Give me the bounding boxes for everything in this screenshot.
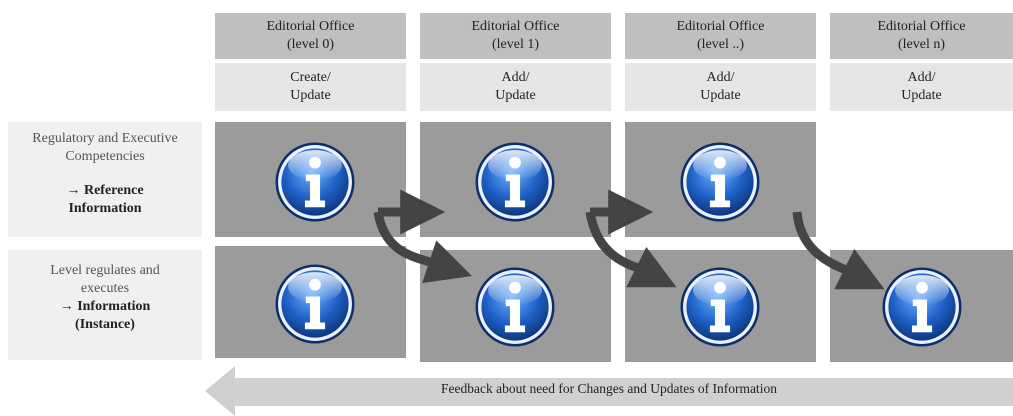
info-icon	[475, 267, 555, 347]
column-title: Editorial Office	[877, 19, 966, 34]
column-level: (level ..)	[696, 37, 745, 52]
action-update: Update	[290, 88, 331, 103]
flow-arrow-down	[373, 211, 472, 284]
column-level: (level n)	[897, 37, 946, 52]
action-verb: Create/	[290, 70, 331, 85]
feedback-arrow	[205, 366, 1013, 416]
info-icon	[680, 267, 760, 347]
column-header-level-dots: Editorial Office (level ..)	[625, 13, 816, 59]
column-action-level-n: Add/ Update	[830, 63, 1013, 111]
info-icon	[882, 267, 962, 347]
row-label-text: Regulatory and Executive	[32, 131, 178, 146]
column-title: Editorial Office	[676, 19, 765, 34]
action-update: Update	[495, 88, 536, 103]
action-verb: Add/	[907, 70, 936, 85]
feedback-label: Feedback about need for Changes and Upda…	[441, 381, 777, 396]
column-header-level-1: Editorial Office (level 1)	[420, 13, 611, 59]
row-label-reference: Regulatory and Executive Competencies → …	[8, 122, 202, 237]
column-level: (level 1)	[491, 37, 540, 52]
arrow-glyph: →	[66, 183, 81, 198]
row-label-bold: Information	[77, 299, 151, 314]
column-title: Editorial Office	[471, 19, 560, 34]
flow-arrow-down	[585, 211, 677, 288]
column-action-level-1: Add/ Update	[420, 63, 611, 111]
info-icon	[475, 142, 555, 222]
column-title: Editorial Office	[266, 19, 355, 34]
action-verb: Add/	[706, 70, 735, 85]
column-header-level-0: Editorial Office (level 0)	[215, 13, 406, 59]
flow-arrow-down	[792, 211, 885, 290]
column-level: (level 0)	[286, 37, 335, 52]
row-label-bold: Reference	[83, 183, 144, 198]
action-update: Update	[700, 88, 741, 103]
info-icon	[680, 142, 760, 222]
info-icon	[275, 142, 355, 222]
row-label-bold: (Instance)	[75, 317, 135, 332]
info-icon	[275, 264, 355, 344]
row-label-text: Level regulates and	[50, 263, 160, 278]
column-action-level-0: Create/ Update	[215, 63, 406, 111]
action-verb: Add/	[501, 70, 530, 85]
arrow-glyph: →	[59, 299, 74, 314]
row-label-text: Competencies	[65, 149, 145, 164]
action-update: Update	[901, 88, 942, 103]
column-action-level-dots: Add/ Update	[625, 63, 816, 111]
row-label-instance: Level regulates and executes → Informati…	[8, 250, 202, 360]
row-label-bold: Information	[68, 201, 142, 216]
column-header-level-n: Editorial Office (level n)	[830, 13, 1013, 59]
row-label-text: executes	[80, 281, 130, 296]
